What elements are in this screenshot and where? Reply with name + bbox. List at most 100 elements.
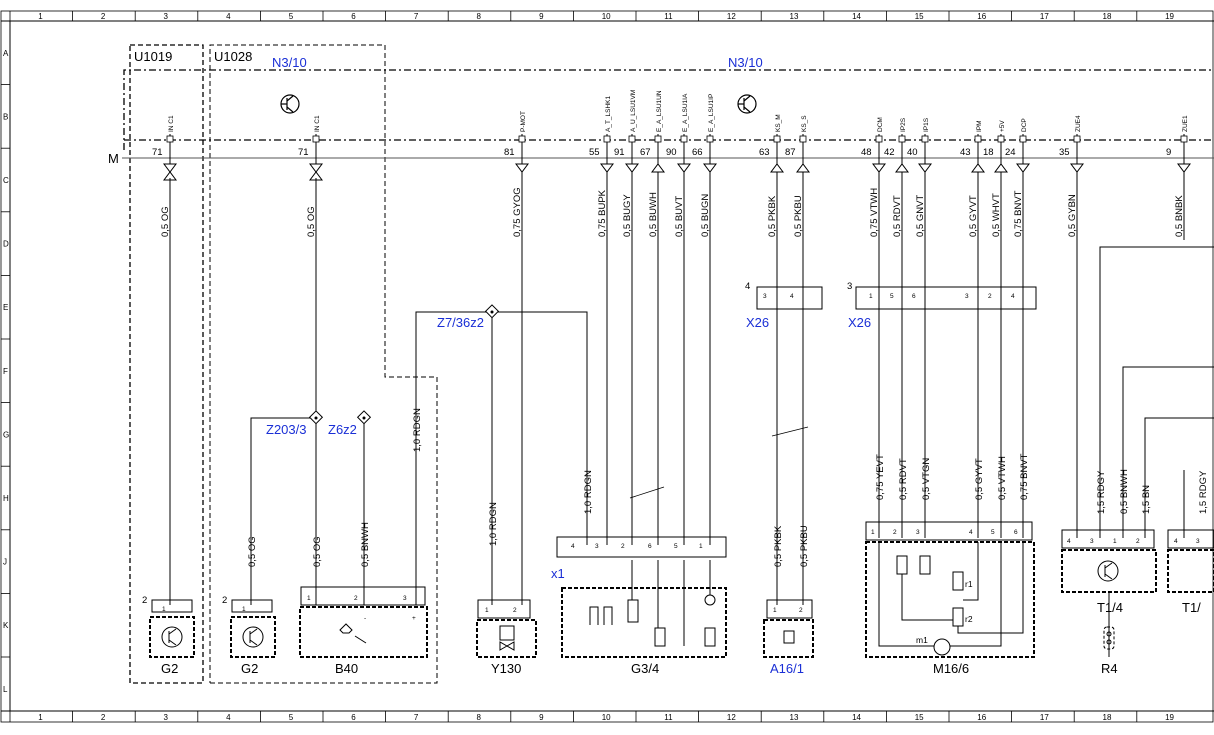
connector-signal-name: KS_S <box>801 115 808 132</box>
t14-pin-3: 3 <box>1090 538 1094 545</box>
column-number: 13 <box>790 713 799 722</box>
x1-pin-4: 4 <box>571 543 575 550</box>
a161-label: A16/1 <box>770 661 804 676</box>
connector-wire-label: 0,5 OG <box>160 206 171 237</box>
connector-pin: 66 E_A_LSU1IP 0,5 BUGN <box>692 94 717 237</box>
b40-minus: - <box>364 615 366 622</box>
connector-wire-label: 0,75 BUPK <box>597 189 608 237</box>
connector-wire-label: 0,5 BNBK <box>1174 195 1185 237</box>
connector-pin-number: 66 <box>692 147 703 158</box>
splice-label-z7: Z7/36z2 <box>437 315 484 330</box>
u1028-label: U1028 <box>214 49 252 64</box>
connector-wire-label: 0,75 BNVT <box>1013 190 1024 237</box>
connector-pin-number: 91 <box>614 147 625 158</box>
x1-pin-1: 1 <box>699 543 703 550</box>
connector-wire-label: 0,5 BUVT <box>674 196 685 237</box>
x26b-number: 3 <box>847 281 852 292</box>
g2-sensor-a <box>149 599 195 658</box>
column-number: 15 <box>915 713 924 722</box>
column-number: 14 <box>852 12 861 21</box>
g2a-pin: 1 <box>162 606 166 613</box>
connector-wire-label: 0,75 VTWH <box>869 188 880 237</box>
connector-wire-label: 0,5 BUGY <box>622 194 633 237</box>
t14-pin-4: 4 <box>1067 538 1071 545</box>
connector-signal-name: E_A_LSU1UN <box>656 90 663 132</box>
b40-pin-2: 2 <box>354 595 358 602</box>
connector-pin-number: 71 <box>298 147 309 158</box>
x1-pin-3: 3 <box>595 543 599 550</box>
connector-pin-number: 55 <box>589 147 600 158</box>
t14-pin-1: 1 <box>1113 538 1117 545</box>
wire-label-yevt: 0,75 YEVT <box>875 454 886 500</box>
wire-label-og-g2b: 0,5 OG <box>247 536 258 567</box>
connector-pin-number: 67 <box>640 147 651 158</box>
x26b-pin-1: 1 <box>869 293 873 300</box>
connector-pin-number: 81 <box>504 147 515 158</box>
row-letter: B <box>3 112 8 121</box>
m166-pin-4: 4 <box>969 529 973 536</box>
connector-pin-number: 71 <box>152 147 163 158</box>
column-number: 2 <box>101 713 106 722</box>
column-number: 17 <box>1040 713 1049 722</box>
g2b-number: 2 <box>222 595 227 606</box>
wire-label-vtgn: 0,5 VTGN <box>921 458 932 500</box>
b40-sensor <box>299 586 428 658</box>
connector-wire-label: 0,5 BUGN <box>700 194 711 237</box>
column-number: 6 <box>351 12 356 21</box>
connector-pin-number: 48 <box>861 147 872 158</box>
x1-pin-5: 5 <box>674 543 678 550</box>
a16-pin-2: 2 <box>799 607 803 614</box>
connector-pin-number: 24 <box>1005 147 1016 158</box>
connector-signal-name: +5V <box>999 120 1006 132</box>
wire-label-bn-t: 1,5 BN <box>1141 485 1152 514</box>
connector-wire-label: 0,5 WHVT <box>991 193 1002 237</box>
g2b-pin: 1 <box>242 606 246 613</box>
connector-signal-name: A_T_LSHK1 <box>605 95 612 132</box>
splice-z203-3 <box>308 410 324 425</box>
bus-label: M <box>108 151 119 166</box>
wire-label-gyvt: 0,5 GYVT <box>974 458 985 500</box>
y130-pin-2: 2 <box>513 607 517 614</box>
m166-r2: r2 <box>965 614 973 624</box>
a16-pin-1: 1 <box>773 607 777 614</box>
row-letter: A <box>3 49 9 58</box>
column-number: 8 <box>477 713 482 722</box>
y130-pin-1: 1 <box>485 607 489 614</box>
column-number: 12 <box>727 713 736 722</box>
connector-signal-name: E_A_LSU1IP <box>708 94 715 132</box>
x26a-number: 4 <box>745 281 750 292</box>
module-frames <box>123 44 1214 684</box>
column-number: 7 <box>414 12 419 21</box>
connector-pin-number: 87 <box>785 147 796 158</box>
m166-throttle-actuator <box>865 521 1035 658</box>
connector-pin: 71 IN C1 0,5 OG <box>152 115 177 237</box>
wire-label-og-b40: 0,5 OG <box>312 536 323 567</box>
n310-label-left: N3/10 <box>272 55 307 70</box>
b40-plus: + <box>412 615 416 622</box>
connector-pin: 18+5V0,5 WHVT <box>983 120 1008 237</box>
splice-label-z203: Z203/3 <box>266 422 306 437</box>
wire-label-vtwh: 0,5 VTWH <box>997 456 1008 500</box>
connector-signal-name: IN C1 <box>168 115 175 132</box>
wire-label-rdgn-z7: 1,0 RDGN <box>412 408 423 452</box>
splice-z6z2 <box>356 410 372 425</box>
connector-signal-name: IN C1 <box>314 115 321 132</box>
g34-label: G3/4 <box>631 661 659 676</box>
column-number: 4 <box>226 12 231 21</box>
b40-pin-1: 1 <box>307 595 311 602</box>
row-letter: H <box>3 494 9 503</box>
column-number: 5 <box>289 12 294 21</box>
x26b-pin-4: 4 <box>1011 293 1015 300</box>
wire-labels: 1,0 RDGN 1,0 RDGN 1,0 RDGN 0,5 OG 0,5 OG… <box>247 408 1209 567</box>
y130-label: Y130 <box>491 661 521 676</box>
column-number: 15 <box>915 12 924 21</box>
t1cut-label: T1/ <box>1182 600 1201 615</box>
x26a-pin-4: 4 <box>790 293 794 300</box>
g2-sensor-b <box>230 599 276 658</box>
